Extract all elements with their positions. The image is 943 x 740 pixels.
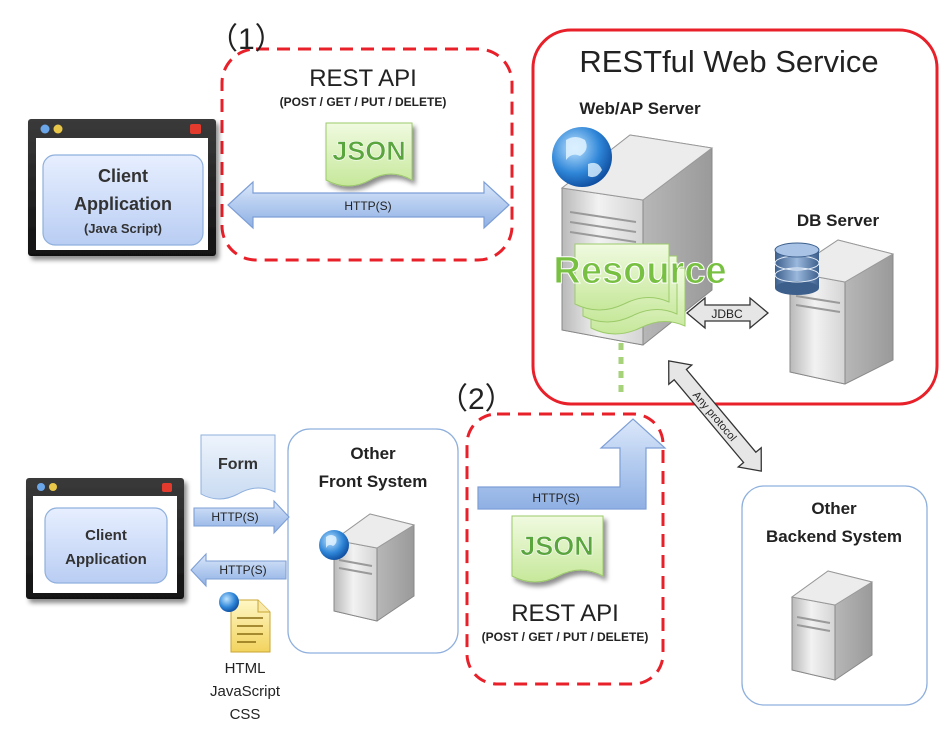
form-label: Form — [218, 456, 258, 473]
jdbc-label: JDBC — [711, 307, 743, 321]
globe-icon — [319, 530, 349, 560]
resource-documents: Resource — [553, 243, 727, 335]
json-label-1: JSON — [332, 136, 406, 166]
other-backend-line1: Other — [811, 499, 857, 518]
other-backend-system: Other Backend System — [741, 485, 928, 706]
form-document: Form — [200, 434, 276, 500]
json-label-2: JSON — [520, 531, 594, 561]
client-app-line1: Client — [98, 166, 148, 186]
client-app-line3: (Java Script) — [84, 221, 162, 236]
other-front-system: Other Front System — [287, 428, 459, 654]
window-button-icon — [53, 124, 63, 134]
static-file-javascript: JavaScript — [210, 683, 281, 700]
window-button-icon — [49, 483, 57, 491]
globe-icon — [219, 592, 239, 612]
json-document-2: JSON — [511, 515, 604, 583]
client-app-window-top: Client Application (Java Script) — [28, 119, 216, 256]
json-document-1: JSON — [325, 122, 413, 187]
window-button-icon — [37, 483, 45, 491]
marker-2: （2） — [438, 383, 515, 416]
web-ap-server-label: Web/AP Server — [579, 99, 701, 118]
https-response-label: HTTP(S) — [219, 563, 266, 577]
methods-label-2: (POST / GET / PUT / DELETE) — [482, 630, 649, 644]
rest-api-label-1: REST API — [309, 65, 417, 92]
client-app-bottom-line2: Application — [65, 551, 147, 568]
close-icon — [162, 483, 172, 492]
static-file-css: CSS — [230, 706, 261, 723]
https-double-arrow-1: HTTP(S) — [227, 180, 510, 230]
other-backend-line2: Backend System — [766, 527, 902, 546]
methods-label-1: (POST / GET / PUT / DELETE) — [280, 95, 447, 109]
front-server-icon — [332, 513, 416, 622]
backend-server-icon — [790, 570, 874, 681]
https-label-2: HTTP(S) — [532, 491, 579, 505]
resource-label: Resource — [553, 250, 726, 292]
other-front-line2: Front System — [319, 472, 428, 491]
https-elbow-arrow-2: HTTP(S) — [477, 418, 667, 510]
marker-1: （1） — [208, 23, 285, 56]
static-file-html: HTML — [225, 660, 266, 677]
db-server: DB Server — [774, 211, 895, 385]
globe-icon — [552, 127, 612, 187]
window-button-icon — [40, 124, 50, 134]
other-front-line1: Other — [350, 444, 396, 463]
client-app-bottom-line1: Client — [85, 527, 127, 544]
https-request-label: HTTP(S) — [211, 510, 258, 524]
rest-api-box-2: （2） REST API (POST / GET / PUT / DELETE) — [438, 383, 665, 686]
rest-api-label-2: REST API — [511, 600, 619, 627]
jdbc-double-arrow: JDBC — [685, 296, 770, 330]
close-icon — [190, 124, 201, 134]
db-server-label: DB Server — [797, 211, 880, 230]
database-icon — [774, 242, 820, 295]
rest-api-box-1: （1） REST API (POST / GET / PUT / DELETE) — [208, 23, 514, 262]
https-response-arrow: HTTP(S) — [190, 552, 287, 588]
https-label-1: HTTP(S) — [344, 199, 391, 213]
static-file-note — [219, 592, 271, 653]
client-app-window-bottom: Client Application — [26, 478, 184, 599]
https-request-arrow: HTTP(S) — [193, 499, 290, 535]
restful-title: RESTful Web Service — [579, 44, 878, 79]
client-app-line2: Application — [74, 194, 172, 214]
